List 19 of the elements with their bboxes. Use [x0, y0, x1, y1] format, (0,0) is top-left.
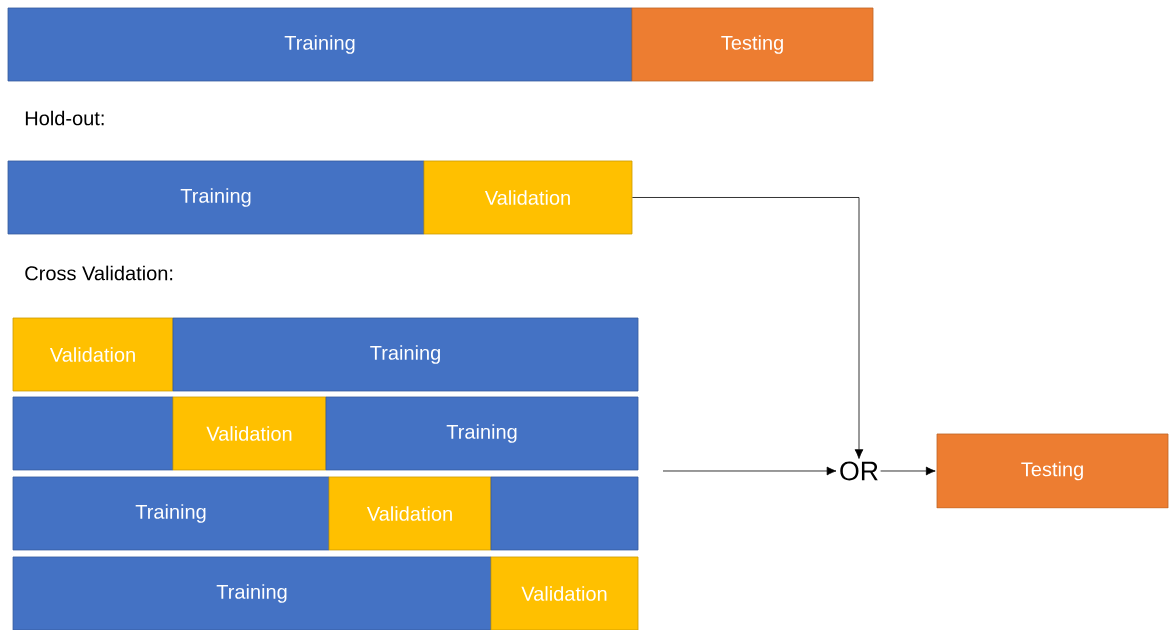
segment-bar: Training	[12, 556, 492, 630]
segment-bar: Validation	[12, 317, 174, 392]
segment-bar: Training	[172, 317, 639, 392]
segment-bar: Validation	[490, 556, 639, 630]
arrow	[662, 466, 837, 476]
segment-bar: Validation	[328, 476, 492, 551]
segment-bar: Validation	[172, 396, 327, 471]
segment-bar: Testing	[936, 433, 1169, 509]
or-text: OR	[840, 461, 878, 481]
segment-bar: Training	[12, 476, 330, 551]
arrow	[632, 197, 864, 459]
segment-bar: Validation	[423, 160, 633, 235]
segment-bar: Training	[7, 7, 633, 82]
arrow	[880, 466, 936, 476]
section-label: Hold-out:	[25, 110, 104, 126]
segment-bar: Training	[325, 396, 639, 471]
section-label: Cross Validation:	[25, 265, 173, 281]
segment-bar: Training	[7, 160, 425, 235]
segment-bar: Testing	[631, 7, 874, 82]
